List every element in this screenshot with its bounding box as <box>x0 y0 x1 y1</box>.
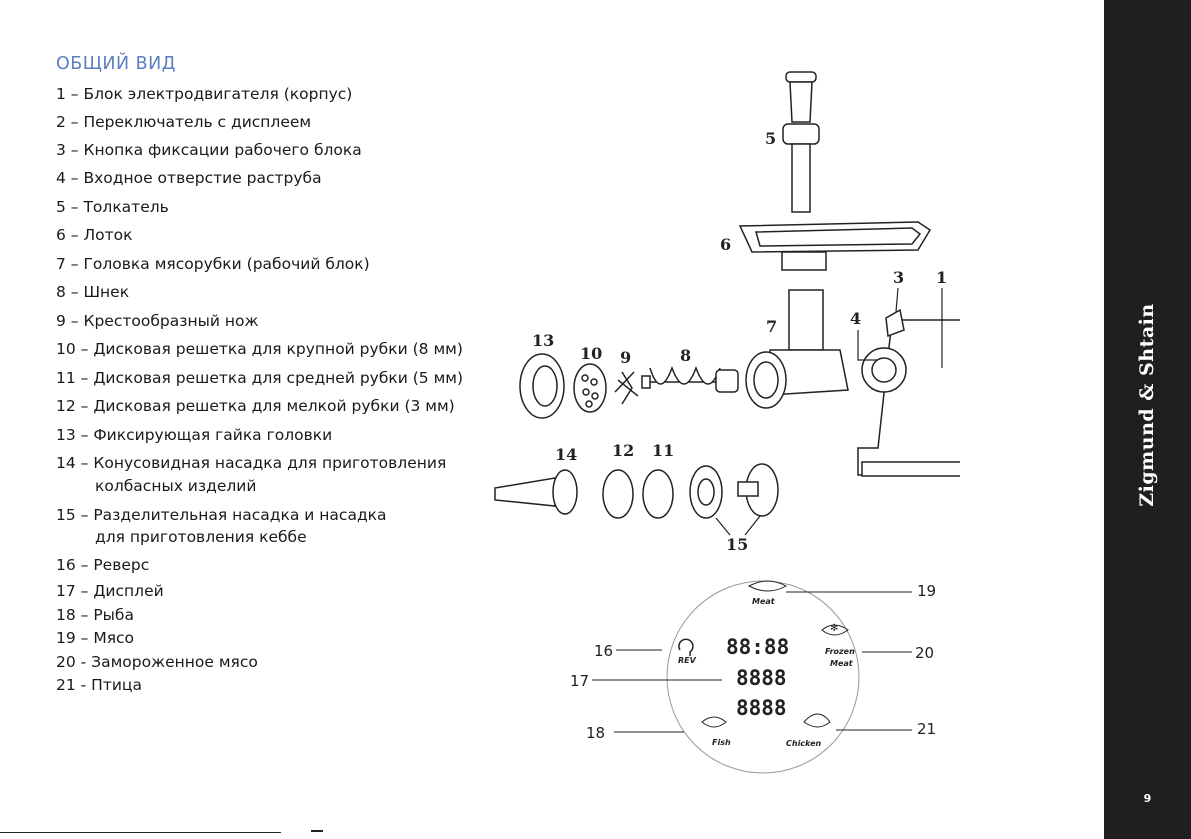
section-title: ОБЩИЙ ВИД <box>56 54 176 74</box>
chicken-label: Chicken <box>786 739 822 748</box>
parts-list-item: 2 – Переключатель с дисплеем <box>56 113 312 131</box>
diagram-label: 3 <box>893 268 904 287</box>
auger-drawing <box>641 365 739 393</box>
parts-list-item: 12 – Дисковая решетка для мелкой рубки (… <box>56 397 455 415</box>
display-panel: ✻ Meat Frozen Meat Fish Chicken REV 88:8… <box>570 580 936 774</box>
parts-list-item: колбасных изделий <box>95 477 257 495</box>
parts-list-item: 8 – Шнек <box>56 283 130 301</box>
display-digits-low: 8888 <box>736 696 787 720</box>
parts-list-item: 16 – Реверс <box>56 556 150 574</box>
parts-list-item: 19 – Мясо <box>56 629 135 647</box>
grid-medium-drawing <box>642 469 674 519</box>
diagram-label: 11 <box>652 441 674 460</box>
ring-nut-drawing <box>519 353 565 419</box>
callout-number: 17 <box>570 672 589 690</box>
frozen-meat-label: Meat <box>830 659 854 668</box>
parts-list-item: 1 – Блок электродвигателя (корпус) <box>56 85 353 103</box>
parts-list-item: для приготовления кеббе <box>95 528 307 546</box>
diagram-label: 5 <box>765 129 776 148</box>
rev-label: REV <box>678 656 697 665</box>
diagram-label: 1 <box>936 268 947 287</box>
motor-housing-drawing <box>857 308 960 477</box>
parts-list-item: 6 – Лоток <box>56 226 133 244</box>
diagram-label: 15 <box>726 535 748 554</box>
meat-label: Meat <box>752 597 776 606</box>
callout-number: 20 <box>915 644 934 662</box>
diagram-label: 6 <box>720 235 731 254</box>
parts-list-item: 11 – Дисковая решетка для средней рубки … <box>56 369 464 387</box>
pusher-drawing <box>782 71 820 213</box>
grinder-head-drawing <box>745 289 849 409</box>
diagram-label: 10 <box>580 344 602 363</box>
parts-list-item: 15 – Разделительная насадка и насадка <box>56 506 387 524</box>
grid-fine-drawing <box>602 469 634 519</box>
diagram-label: 14 <box>555 445 577 464</box>
parts-list-item: 4 – Входное отверстие раструба <box>56 169 322 187</box>
diagram-label: 13 <box>532 331 554 350</box>
diagram-label: 12 <box>612 441 634 460</box>
callout-number: 18 <box>586 724 605 742</box>
snowflake-icon: ✻ <box>830 623 838 634</box>
parts-list-item: 3 – Кнопка фиксации рабочего блока <box>56 141 362 159</box>
exploded-diagram: 5 6 7 4 3 1 2 8 9 10 13 14 12 11 15 <box>494 71 960 774</box>
diagram-label: 7 <box>766 317 777 336</box>
kebbe-attachment-drawing <box>689 463 779 519</box>
parts-list-item: 18 – Рыба <box>56 606 134 624</box>
parts-list-item: 5 – Толкатель <box>56 198 169 216</box>
parts-list-item: 7 – Головка мясорубки (рабочий блок) <box>56 255 370 273</box>
callout-number: 16 <box>594 642 613 660</box>
callout-number: 21 <box>917 720 936 738</box>
parts-list-item: 20 - Замороженное мясо <box>56 653 258 671</box>
footer-rule <box>0 832 281 833</box>
grid-coarse-drawing <box>573 363 607 413</box>
page-number: 9 <box>1143 792 1152 805</box>
parts-list-item: 13 – Фиксирующая гайка головки <box>56 426 333 444</box>
parts-list-item: 17 – Дисплей <box>56 582 164 600</box>
display-digits-time: 88:88 <box>726 635 789 659</box>
fish-label: Fish <box>712 738 731 747</box>
parts-list-item: 14 – Конусовидная насадка для приготовле… <box>56 454 447 472</box>
callout-number: 19 <box>917 582 936 600</box>
tray-drawing <box>738 221 932 271</box>
parts-list-item: 10 – Дисковая решетка для крупной рубки … <box>56 340 463 358</box>
display-digits-mid: 8888 <box>736 666 787 690</box>
parts-list-item: 9 – Крестообразный нож <box>56 312 259 330</box>
knife-drawing <box>614 371 639 405</box>
diagram-label: 9 <box>620 348 631 367</box>
parts-list-item: 21 - Птица <box>56 676 142 694</box>
frozen-label: Frozen <box>825 647 855 656</box>
brand-sidebar: Zigmund & Shtain 9 <box>1104 0 1191 839</box>
diagram-label: 8 <box>680 346 691 365</box>
brand-logo: Zigmund & Shtain <box>1136 303 1158 507</box>
footer-mark <box>311 830 323 832</box>
diagram-label: 4 <box>850 309 861 328</box>
sausage-horn-drawing <box>494 469 578 515</box>
